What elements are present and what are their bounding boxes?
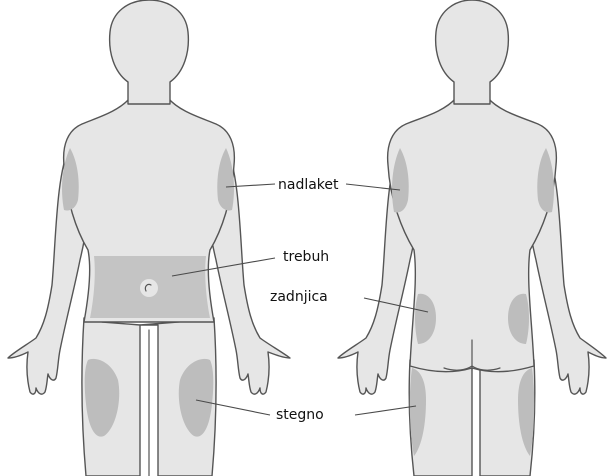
leader-thigh-back bbox=[355, 406, 416, 415]
label-upper-arm: nadlaket bbox=[278, 177, 339, 193]
navel-ring bbox=[140, 279, 158, 297]
label-abdomen: trebuh bbox=[283, 249, 329, 265]
back-torso bbox=[388, 98, 557, 372]
back-figure bbox=[338, 0, 606, 476]
label-buttock: zadnjica bbox=[270, 289, 328, 305]
front-head bbox=[110, 0, 189, 104]
label-thigh: stegno bbox=[276, 407, 324, 423]
labels: nadlaket trebuh zadnjica stegno bbox=[268, 174, 362, 424]
front-figure bbox=[8, 0, 290, 476]
back-head bbox=[436, 0, 509, 104]
